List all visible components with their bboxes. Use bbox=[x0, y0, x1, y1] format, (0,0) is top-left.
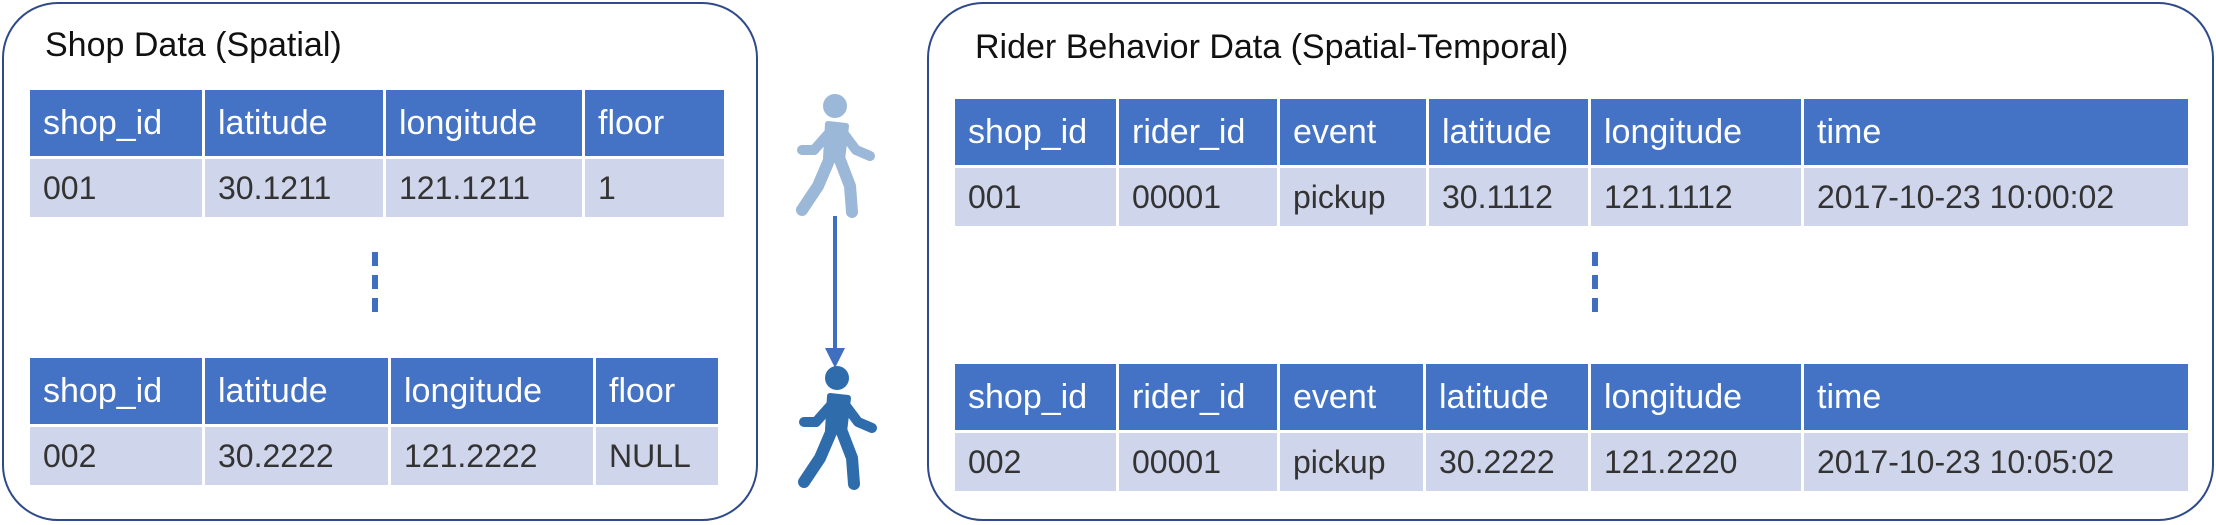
col-rider-id: rider_id bbox=[1119, 99, 1277, 165]
table-row: 001 00001 pickup 30.1112 121.1112 2017-1… bbox=[955, 168, 2188, 226]
cell-event: pickup bbox=[1280, 433, 1423, 491]
cell-time: 2017-10-23 10:05:02 bbox=[1804, 433, 2188, 491]
shop-table-1: shop_id latitude longitude floor 001 30.… bbox=[27, 90, 727, 217]
cell-event: pickup bbox=[1280, 168, 1426, 226]
ellipsis-dots bbox=[1592, 252, 1598, 321]
cell-latitude: 30.2222 bbox=[205, 427, 388, 485]
cell-longitude: 121.1112 bbox=[1591, 168, 1801, 226]
col-event: event bbox=[1280, 364, 1423, 430]
cell-shop-id: 002 bbox=[30, 427, 202, 485]
cell-latitude: 30.1112 bbox=[1429, 168, 1588, 226]
col-floor: floor bbox=[585, 90, 724, 156]
col-event: event bbox=[1280, 99, 1426, 165]
col-longitude: longitude bbox=[391, 358, 593, 424]
cell-floor: NULL bbox=[596, 427, 718, 485]
cell-shop-id: 001 bbox=[30, 159, 202, 217]
walking-person-icon bbox=[796, 94, 875, 218]
col-rider-id: rider_id bbox=[1119, 364, 1277, 430]
cell-shop-id: 001 bbox=[955, 168, 1116, 226]
table-row: 002 30.2222 121.2222 NULL bbox=[30, 427, 718, 485]
rider-table-2: shop_id rider_id event latitude longitud… bbox=[952, 364, 2191, 491]
col-shop-id: shop_id bbox=[30, 358, 202, 424]
col-time: time bbox=[1804, 364, 2188, 430]
cell-rider-id: 00001 bbox=[1119, 168, 1277, 226]
cell-longitude: 121.1211 bbox=[386, 159, 582, 217]
col-shop-id: shop_id bbox=[955, 364, 1116, 430]
col-latitude: latitude bbox=[1426, 364, 1588, 430]
cell-time: 2017-10-23 10:00:02 bbox=[1804, 168, 2188, 226]
table-row: 002 00001 pickup 30.2222 121.2220 2017-1… bbox=[955, 433, 2188, 491]
rider-table-1: shop_id rider_id event latitude longitud… bbox=[952, 99, 2191, 226]
walking-person-icon bbox=[798, 366, 877, 490]
rider-panel-title: Rider Behavior Data (Spatial-Temporal) bbox=[975, 28, 1569, 66]
col-time: time bbox=[1804, 99, 2188, 165]
down-arrow-icon bbox=[825, 216, 845, 368]
cell-latitude: 30.1211 bbox=[205, 159, 383, 217]
col-floor: floor bbox=[596, 358, 718, 424]
cell-floor: 1 bbox=[585, 159, 724, 217]
cell-shop-id: 002 bbox=[955, 433, 1116, 491]
cell-latitude: 30.2222 bbox=[1426, 433, 1588, 491]
shop-table-2: shop_id latitude longitude floor 002 30.… bbox=[27, 358, 721, 485]
col-latitude: latitude bbox=[205, 358, 388, 424]
col-longitude: longitude bbox=[1591, 99, 1801, 165]
col-longitude: longitude bbox=[1591, 364, 1801, 430]
table-row: 001 30.1211 121.1211 1 bbox=[30, 159, 724, 217]
col-latitude: latitude bbox=[1429, 99, 1588, 165]
cell-longitude: 121.2220 bbox=[1591, 433, 1801, 491]
col-longitude: longitude bbox=[386, 90, 582, 156]
cell-rider-id: 00001 bbox=[1119, 433, 1277, 491]
cell-longitude: 121.2222 bbox=[391, 427, 593, 485]
shop-panel-title: Shop Data (Spatial) bbox=[45, 26, 342, 64]
col-shop-id: shop_id bbox=[955, 99, 1116, 165]
col-latitude: latitude bbox=[205, 90, 383, 156]
col-shop-id: shop_id bbox=[30, 90, 202, 156]
ellipsis-dots bbox=[372, 252, 378, 321]
